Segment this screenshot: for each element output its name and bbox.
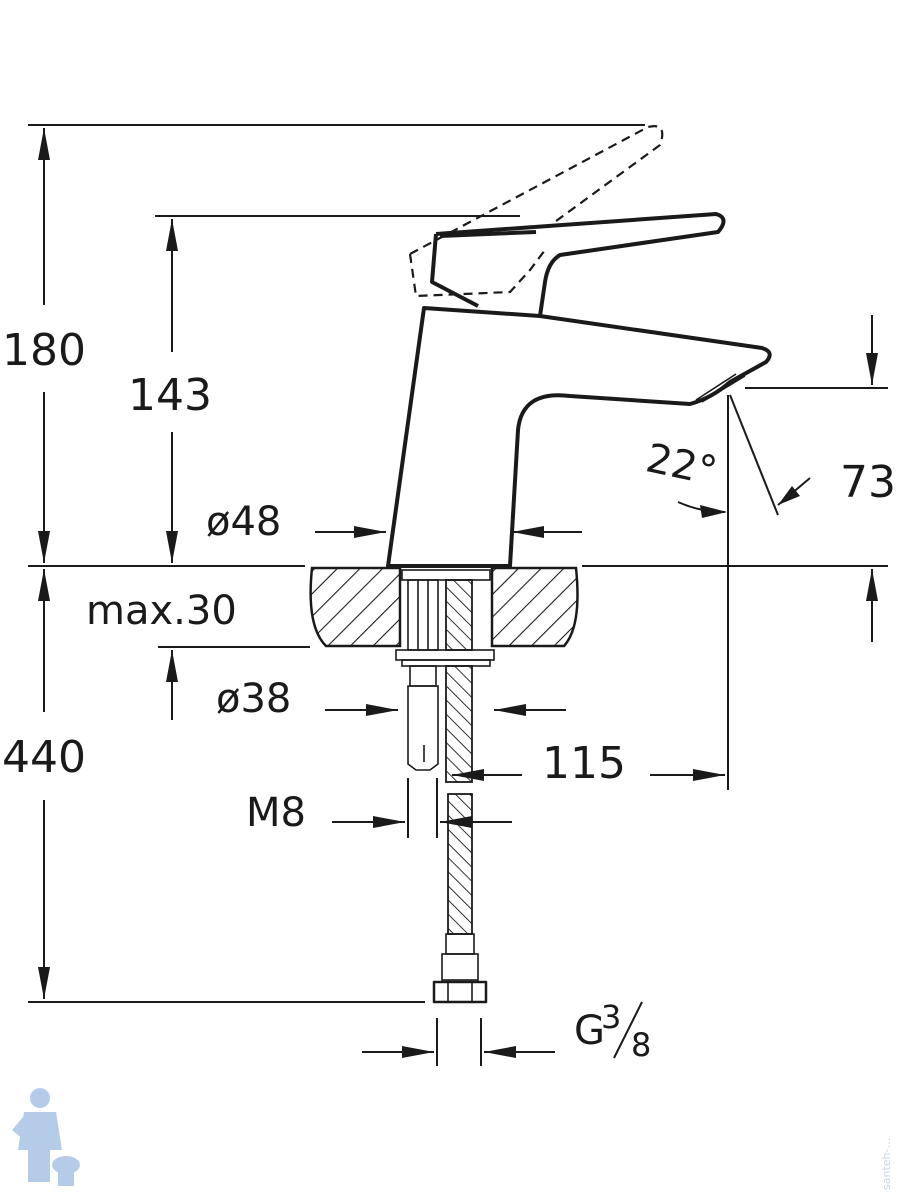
dim-d48 xyxy=(315,526,582,538)
dim-d38-label: ø38 xyxy=(216,676,291,722)
dim-g38-label: G 3 8 xyxy=(574,998,651,1064)
dim-d48-label: ø48 xyxy=(206,499,281,545)
dim-143 xyxy=(166,219,178,563)
dim-73 xyxy=(777,477,811,506)
extension-lines xyxy=(28,124,888,1003)
dim-d38 xyxy=(325,704,566,716)
dim-max30-label: max.30 xyxy=(86,588,237,634)
dim-g38 xyxy=(362,1018,555,1066)
dim-angle xyxy=(677,394,779,518)
g38-numerator: 3 xyxy=(601,998,621,1036)
dim-180 xyxy=(38,128,50,563)
dim-180-label: 180 xyxy=(2,325,86,376)
g38-fraction-bar xyxy=(613,1001,643,1059)
watermark-logo xyxy=(12,1088,80,1186)
dim-115-label: 115 xyxy=(542,738,626,789)
g38-letter: G xyxy=(574,1008,605,1054)
faucet-body xyxy=(386,306,772,568)
dim-440 xyxy=(38,569,50,999)
dim-440-label: 440 xyxy=(2,732,86,783)
dim-143-label: 143 xyxy=(128,370,212,421)
lever-open xyxy=(408,125,664,298)
dim-m8-label: M8 xyxy=(246,790,306,836)
dim-max30 xyxy=(166,315,878,720)
dim-m8 xyxy=(332,778,512,838)
watermark-side-text: santeh-… xyxy=(880,1138,893,1190)
dim-angle-label: 22° xyxy=(642,435,721,495)
dim-73-label: 73 xyxy=(840,457,896,508)
g38-denominator: 8 xyxy=(631,1026,651,1064)
countertop xyxy=(309,566,579,648)
lever-closed xyxy=(430,212,726,317)
mounting-assembly xyxy=(395,569,495,771)
flex-hose xyxy=(432,579,488,1004)
